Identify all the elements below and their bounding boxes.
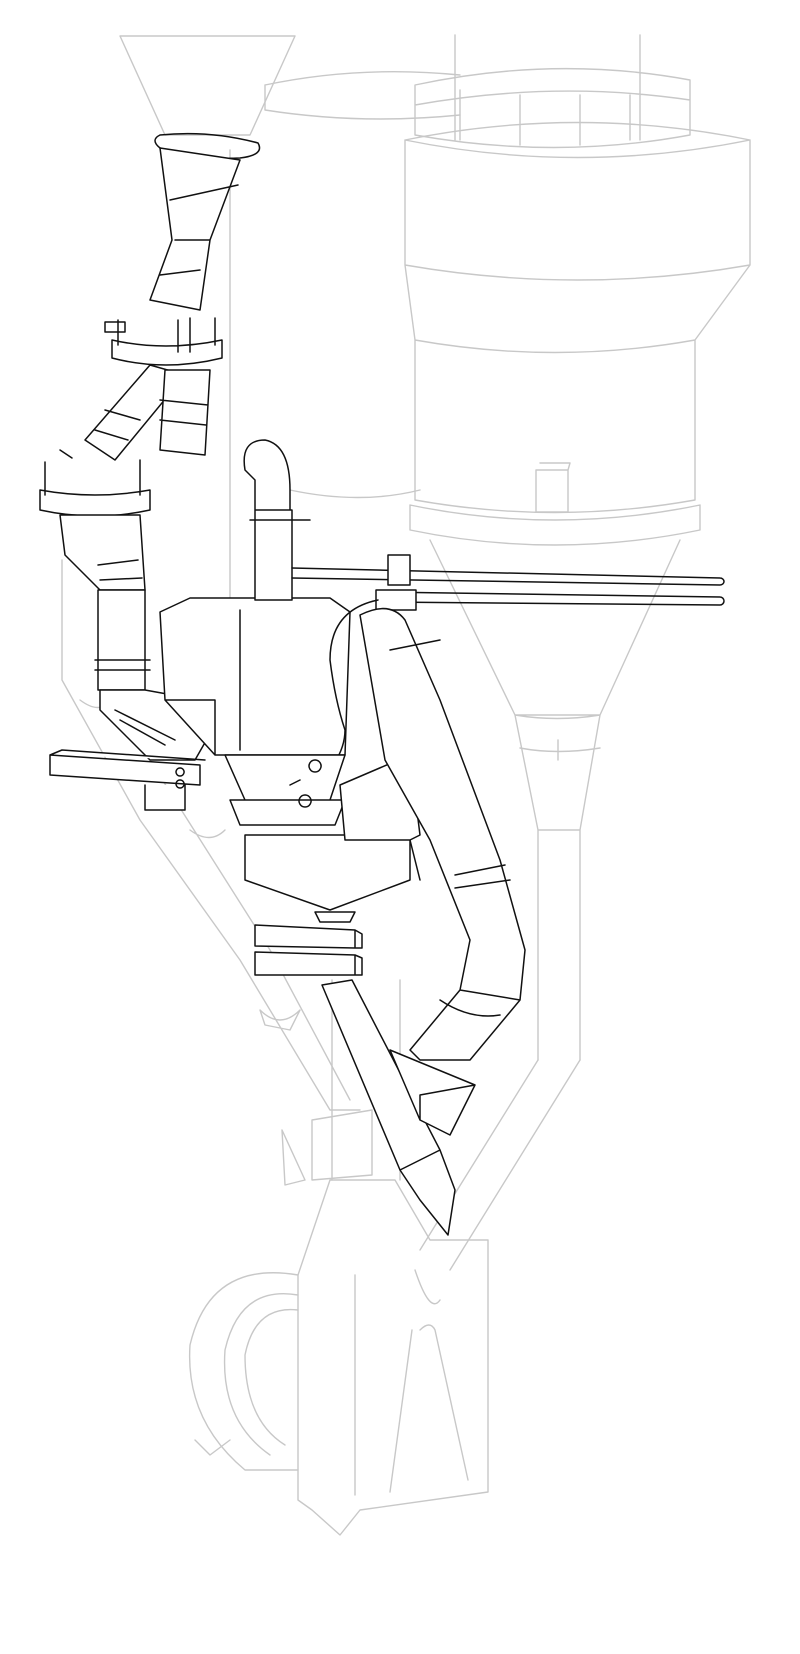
upper-flange-ring	[104, 317, 223, 366]
top-funnel	[119, 35, 296, 136]
lower-cone	[224, 754, 411, 911]
clamp-blocks	[254, 924, 363, 976]
vertical-pipe	[94, 589, 151, 691]
left-downpipe	[59, 514, 146, 591]
bottom-nozzle	[314, 911, 356, 923]
cyclone-cone	[429, 539, 681, 1061]
pipe-clamp	[375, 554, 417, 611]
cyclone-flange	[409, 504, 701, 546]
left-flange-ring	[39, 449, 151, 517]
twin-pipes	[291, 567, 725, 606]
bottom-box	[389, 1049, 476, 1136]
right-downcomer	[359, 607, 526, 1061]
hopper-ring	[154, 132, 261, 160]
lower-vessel	[297, 1179, 489, 1536]
lance-pipe	[321, 979, 456, 1236]
central-hopper	[159, 597, 351, 756]
cyclone-top-cage	[414, 34, 691, 149]
cyclone-body	[404, 121, 751, 514]
center-pipe	[159, 369, 211, 456]
highlighted-equipment	[39, 132, 725, 1236]
inspection-hatch	[535, 462, 571, 513]
top-nozzle-pipe	[243, 439, 311, 601]
upper-chute	[149, 147, 241, 311]
outlet-arm	[49, 749, 206, 811]
expansion-bellows	[188, 1272, 299, 1471]
large-vessel-outline	[229, 70, 461, 601]
